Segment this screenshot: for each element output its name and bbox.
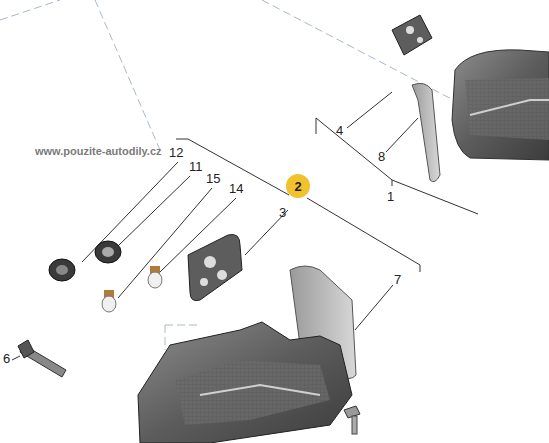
callout-circle: 2: [286, 174, 310, 198]
callout-number: 8: [378, 150, 385, 163]
screw: [344, 406, 360, 434]
callout-number: 11: [189, 160, 203, 173]
callout-number: 6: [3, 352, 10, 365]
lower-gasket: [188, 234, 242, 300]
callout-number: 4: [336, 124, 343, 137]
watermark: www.pouzite-autodily.cz: [35, 146, 162, 157]
callout-number: 12: [169, 146, 183, 159]
callout-number: 1: [387, 190, 394, 203]
callout-number: 15: [206, 172, 220, 185]
lower-lamp: [138, 322, 352, 443]
upper-lamp: [452, 50, 549, 160]
callout-number: 7: [394, 273, 401, 286]
upper-gasket: [392, 15, 432, 55]
callout-number: 2: [294, 180, 301, 193]
bulbs: [102, 266, 162, 312]
bulb-sockets: [49, 241, 121, 281]
adjuster-screw: [12, 340, 66, 377]
trim-strip: [412, 83, 440, 181]
callout-number: 3: [279, 206, 286, 219]
callout-number: 14: [229, 182, 243, 195]
